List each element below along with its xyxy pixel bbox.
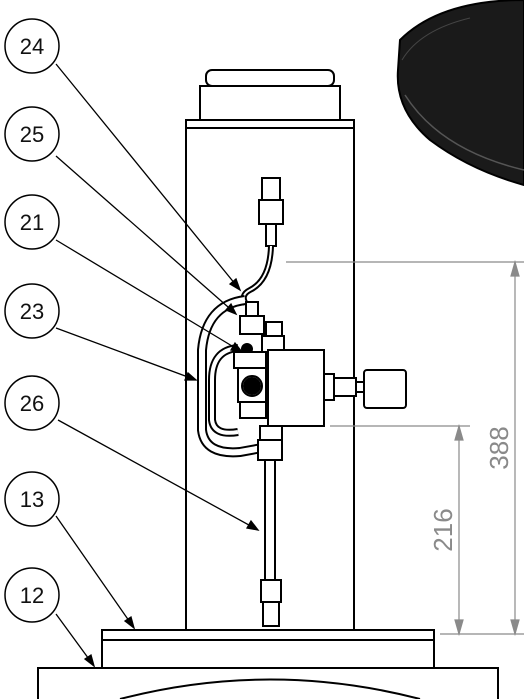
balloon-25: 25: [4, 106, 60, 162]
balloon-23: 23: [4, 283, 60, 339]
svg-text:23: 23: [20, 299, 44, 324]
balloon-21: 21: [4, 194, 60, 250]
top-cap: [185, 69, 355, 129]
leader-lines: [55, 63, 260, 668]
svg-text:12: 12: [20, 583, 44, 608]
balloon-13: 13: [4, 471, 60, 527]
svg-text:13: 13: [20, 487, 44, 512]
balloon-26: 26: [4, 375, 60, 431]
svg-text:25: 25: [20, 122, 44, 147]
dark-disc: [396, 0, 524, 187]
svg-text:26: 26: [20, 391, 44, 416]
base-plate: [37, 629, 499, 699]
dimension-216: 216: [428, 508, 458, 551]
lower-tube: [257, 425, 283, 627]
valve-fittings: [233, 301, 285, 419]
pressure-gauge: [323, 369, 407, 409]
balloon-12: 12: [4, 567, 60, 623]
svg-text:21: 21: [20, 210, 44, 235]
dimension-lines: [286, 259, 524, 637]
bypass-tube: [197, 295, 263, 458]
valve-block: [267, 349, 325, 427]
svg-text:24: 24: [20, 34, 44, 59]
upper-tube: [240, 177, 284, 306]
balloon-24: 24: [4, 18, 60, 74]
dimension-388: 388: [484, 426, 514, 469]
